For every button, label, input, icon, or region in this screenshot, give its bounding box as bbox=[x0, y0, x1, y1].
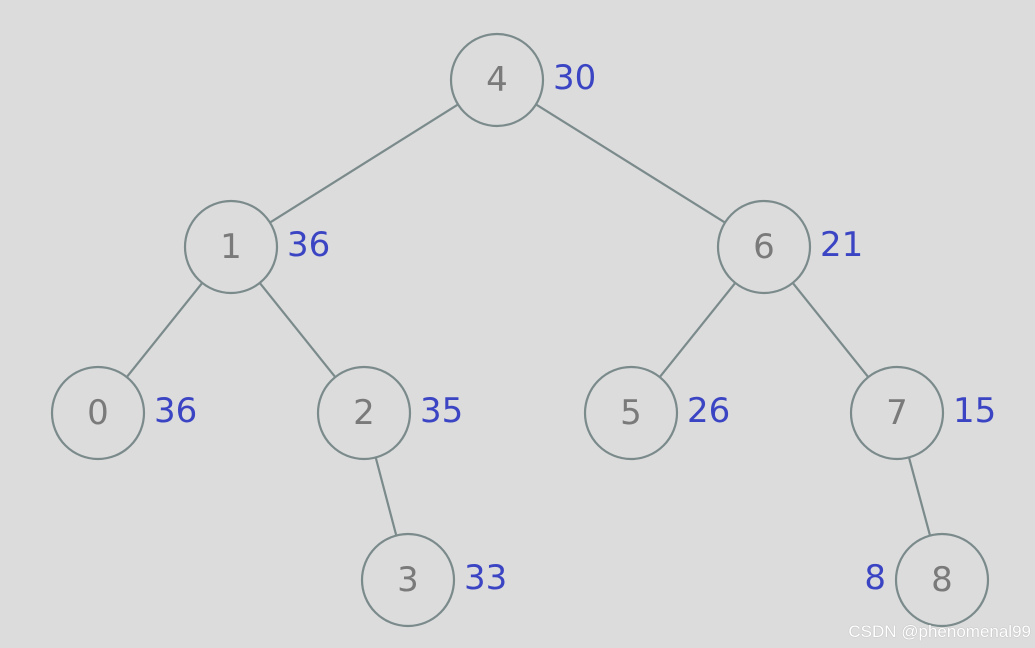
node-circle-3 bbox=[360, 532, 456, 628]
node-label-1: 1 bbox=[220, 227, 242, 267]
edge-1-0 bbox=[125, 282, 204, 378]
edge-4-6 bbox=[535, 103, 726, 224]
tree-node-6: 6 21 bbox=[716, 199, 863, 295]
node-value-2: 35 bbox=[420, 391, 463, 431]
node-value-0: 36 bbox=[154, 391, 197, 431]
edge-2-3 bbox=[374, 457, 398, 536]
node-value-1: 36 bbox=[287, 225, 330, 265]
edge-6-5 bbox=[658, 282, 737, 378]
node-label-8: 8 bbox=[931, 560, 953, 600]
node-value-5: 26 bbox=[687, 391, 730, 431]
tree-node-4: 4 30 bbox=[449, 32, 596, 128]
edge-1-2 bbox=[258, 282, 337, 378]
node-label-7: 7 bbox=[886, 393, 908, 433]
tree-node-0: 0 36 bbox=[50, 365, 197, 461]
node-label-0: 0 bbox=[87, 393, 109, 433]
node-value-3: 33 bbox=[464, 558, 507, 598]
edge-6-7 bbox=[791, 282, 870, 378]
node-label-6: 6 bbox=[753, 227, 775, 267]
node-value-8: 8 bbox=[864, 558, 886, 598]
node-circle-6 bbox=[716, 199, 812, 295]
node-label-2: 2 bbox=[353, 393, 375, 433]
tree-node-5: 5 26 bbox=[583, 365, 730, 461]
node-label-5: 5 bbox=[620, 393, 642, 433]
node-circle-0 bbox=[50, 365, 146, 461]
node-value-7: 15 bbox=[953, 391, 996, 431]
edge-7-8 bbox=[907, 457, 932, 536]
node-circle-7 bbox=[849, 365, 945, 461]
node-circle-4 bbox=[449, 32, 545, 128]
tree-node-8: 88 bbox=[864, 532, 990, 628]
node-value-4: 30 bbox=[553, 58, 596, 98]
node-circle-8 bbox=[894, 532, 990, 628]
tree-node-2: 2 35 bbox=[316, 365, 463, 461]
node-circle-2 bbox=[316, 365, 412, 461]
node-circle-1 bbox=[183, 199, 279, 295]
node-circle-5 bbox=[583, 365, 679, 461]
node-label-3: 3 bbox=[397, 560, 419, 600]
edges-layer bbox=[125, 103, 932, 536]
tree-node-7: 7 15 bbox=[849, 365, 996, 461]
node-value-6: 21 bbox=[820, 225, 863, 265]
watermark: CSDN @phenomenal99 bbox=[848, 622, 1031, 641]
edge-4-1 bbox=[269, 103, 459, 224]
node-label-4: 4 bbox=[486, 60, 508, 100]
tree-node-1: 1 36 bbox=[183, 199, 330, 295]
